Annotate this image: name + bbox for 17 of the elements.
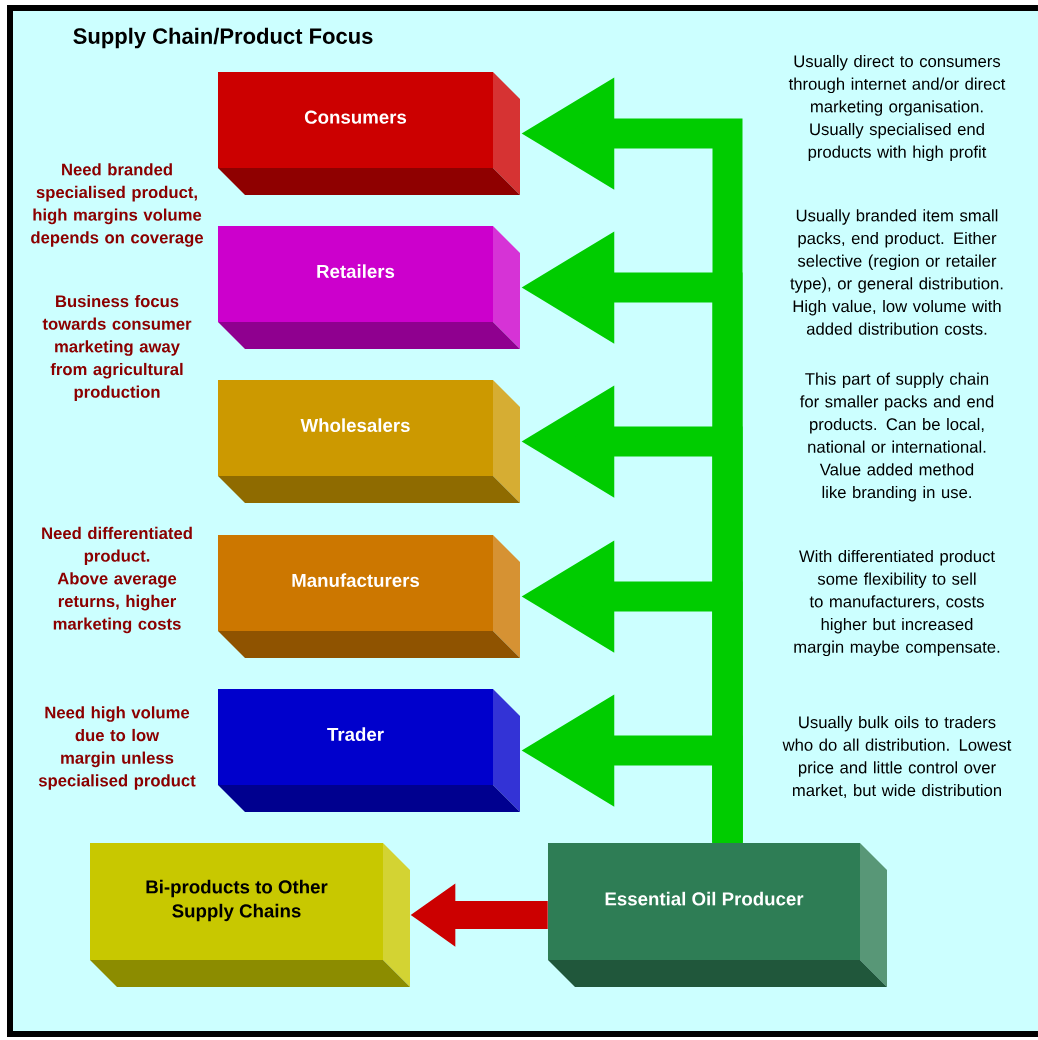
note-text: Need differentiated product. Above average returns, higher marketing costs [42, 526, 192, 634]
box-3d: Retailers [218, 226, 520, 349]
description-text: With differentiated product some flexibility to sell to manufacturers, costs higher but increased margin maybe compensate. [794, 549, 1000, 657]
description-text: Usually branded item small packs, end product. Either selective (region or retailer type), or general distribution. High value, low volume with added distribution costs. [790, 209, 1003, 335]
box-3d: Consumers [218, 72, 520, 195]
note-text: Need high volume due to low margin unless specialised product [38, 706, 196, 790]
box-3d: Wholesalers [218, 380, 520, 503]
description-text: Usually direct to consumers through internet and/or direct marketing organisation. Usually specialised end products with high profit [788, 54, 1006, 162]
box-3d: Trader [218, 689, 520, 812]
box-3d: Essential Oil Producer [548, 843, 887, 987]
note-text: Need branded specialised product, high margins volume depends on coverage [31, 163, 203, 247]
title: Supply Chain/Product Focus [73, 27, 373, 49]
box-3d: Bi-products to Other Supply Chains [90, 843, 410, 987]
description-text: This part of supply chain for smaller packs and end products. Can be local, national or international. Value added method like branding in use. [799, 372, 994, 502]
note-text: Business focus towards consumer marketing away from agricultural production [42, 294, 192, 402]
box-3d: Manufacturers [218, 535, 520, 658]
description-text: Usually bulk oils to traders who do all distribution. Lowest price and little control over market, but wide distribution [782, 715, 1012, 799]
